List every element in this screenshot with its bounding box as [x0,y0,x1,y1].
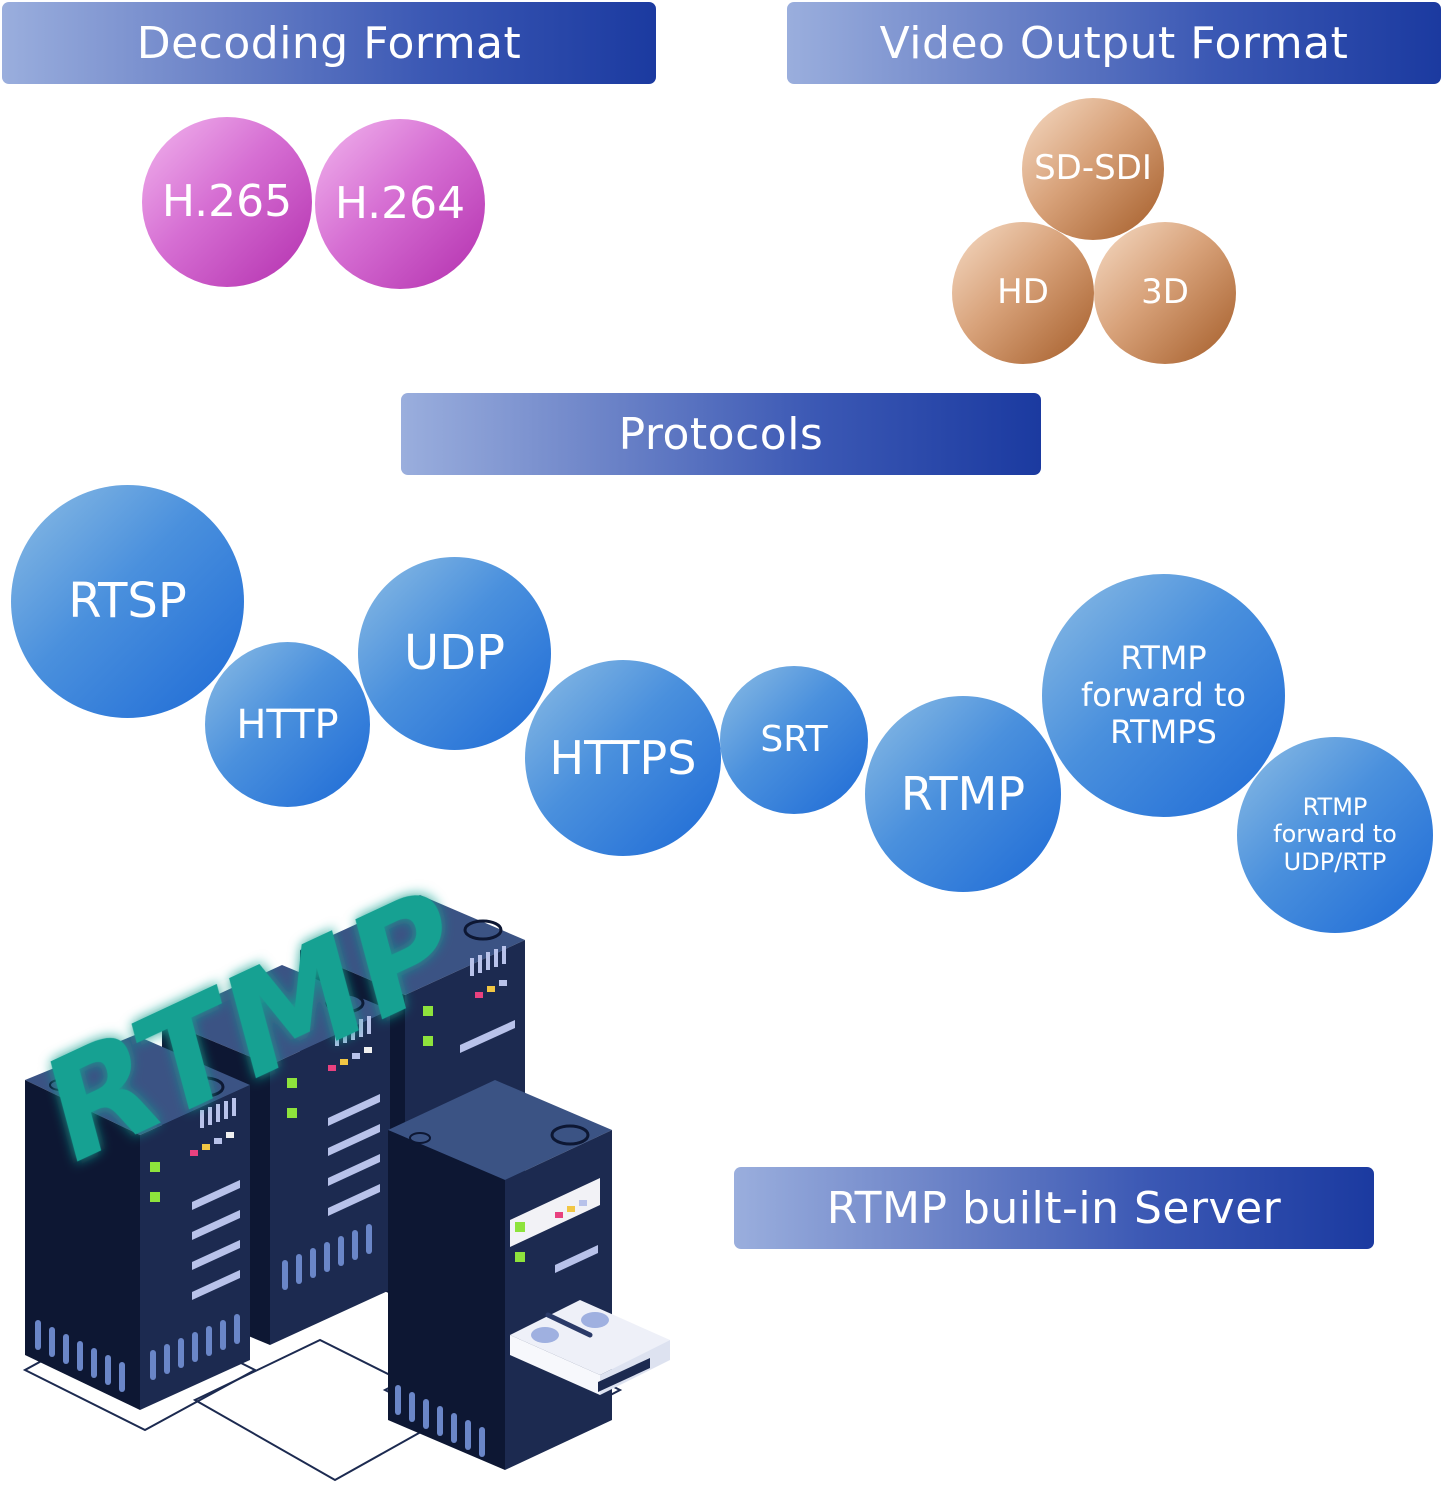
bubble-label: UDP [403,624,506,681]
decoding-bubble-h264: H.264 [315,119,485,289]
decoding-bubble-h265: H.265 [142,117,312,287]
output-bubble-sd-sdi: SD-SDI [1022,98,1164,240]
bubble-label: HTTPS [549,730,697,785]
protocol-bubble-udp: UDP [358,557,551,750]
rtmp-server-banner: RTMP built-in Server [734,1167,1374,1249]
decoding-format-title: Decoding Format [136,17,522,69]
bubble-label: RTMP forward to UDP/RTP [1273,792,1397,876]
server-rack-front-left [25,1035,250,1410]
output-bubble-3d: 3D [1094,222,1236,364]
bubble-label: 3D [1141,272,1189,313]
video-output-format-title: Video Output Format [879,17,1349,69]
protocol-bubble-srt: SRT [720,666,868,814]
server-racks-illustration: RTMP [22,855,670,1482]
protocols-title: Protocols [618,408,824,460]
protocol-bubble-rtmp-to-rtmps: RTMP forward to RTMPS [1042,574,1285,817]
bubble-label: RTMP forward to RTMPS [1081,639,1246,751]
bubble-label: HTTP [236,701,339,748]
protocol-bubble-rtsp: RTSP [11,485,244,718]
server-rack-front-right [388,1080,670,1470]
protocol-bubble-https: HTTPS [525,660,721,856]
bubble-label: RTMP [900,766,1026,821]
bubble-label: HD [997,272,1049,313]
bubble-label: SD-SDI [1034,148,1152,189]
bubble-label: H.265 [161,175,293,227]
protocols-banner: Protocols [401,393,1041,475]
protocol-bubble-rtmp: RTMP [865,696,1061,892]
server-drawer [510,1300,670,1395]
rtmp-server-title: RTMP built-in Server [826,1182,1282,1234]
video-output-format-banner: Video Output Format [787,2,1441,84]
bubble-label: H.264 [334,177,466,229]
output-bubble-hd: HD [952,222,1094,364]
decoding-format-banner: Decoding Format [2,2,656,84]
protocol-bubble-http: HTTP [205,642,370,807]
protocol-bubble-rtmp-to-udp-rtp: RTMP forward to UDP/RTP [1237,737,1433,933]
bubble-label: RTSP [68,572,187,629]
bubble-label: SRT [760,719,828,761]
